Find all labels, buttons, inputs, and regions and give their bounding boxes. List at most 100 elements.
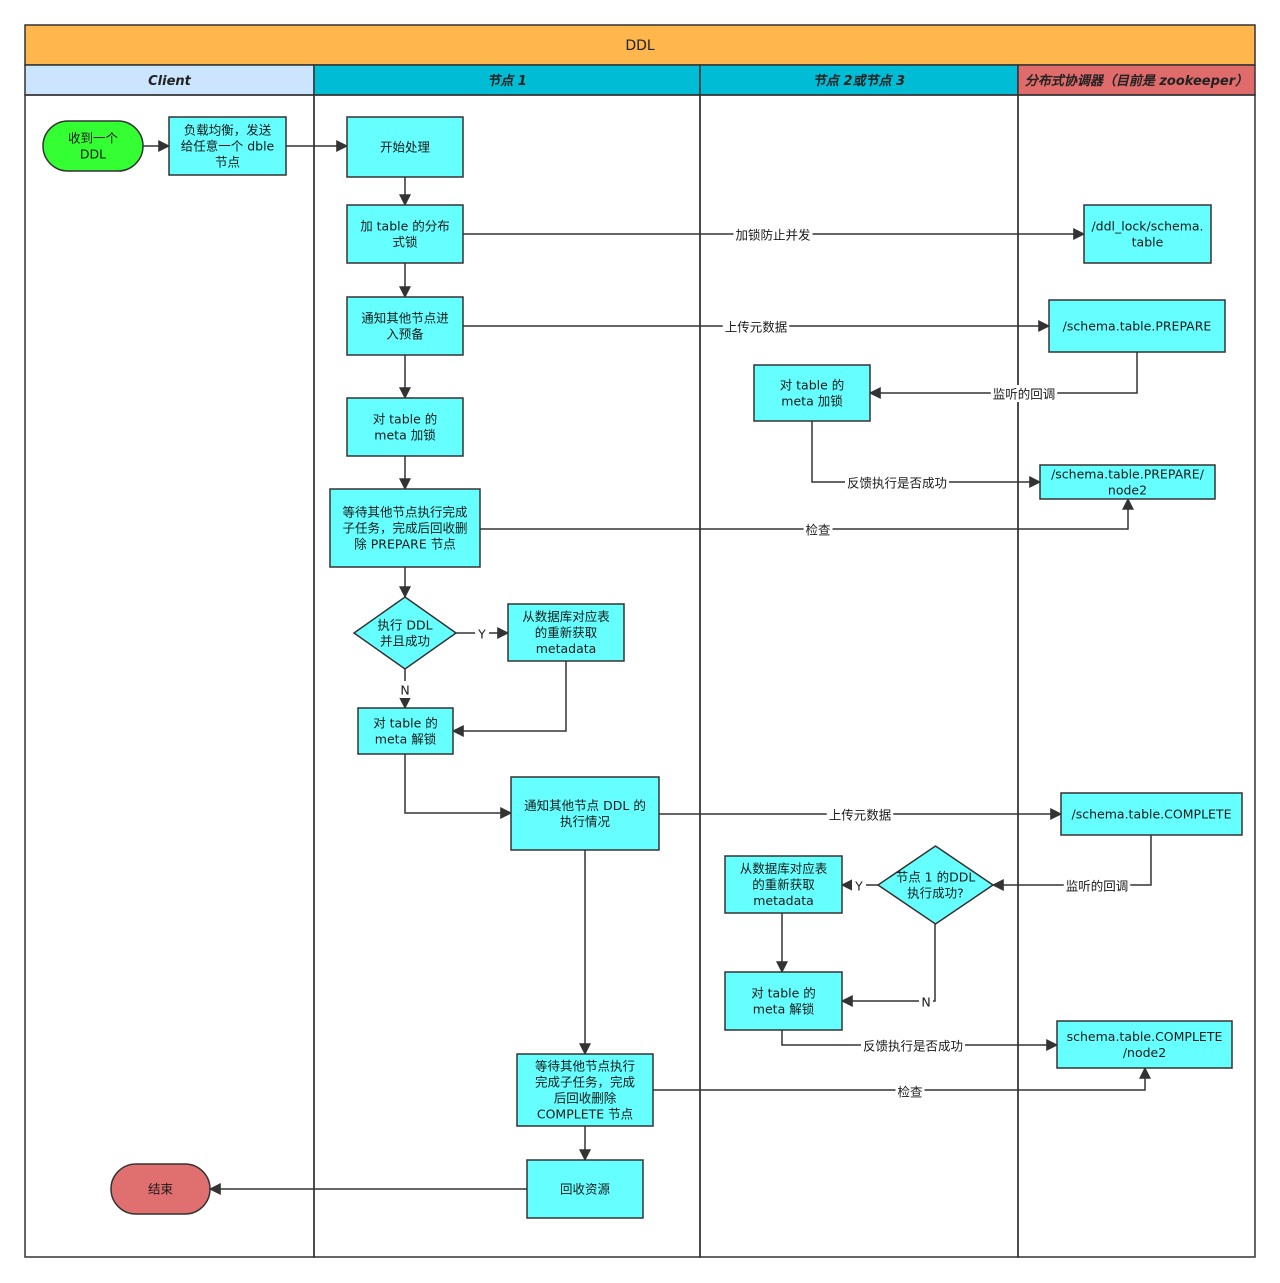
edge-node1ok-no	[840, 924, 936, 1007]
node-label-line: 开始处理	[380, 140, 431, 155]
node-shape	[876, 845, 995, 925]
edge-label-bg	[990, 385, 1058, 402]
node-shape	[1060, 792, 1243, 836]
edge-label-text: Y	[854, 879, 863, 894]
node-label-line: 负载均衡，发送	[184, 123, 272, 138]
node-shape	[1056, 1020, 1233, 1069]
node-label: /schema.table.PREPARE	[1063, 319, 1212, 334]
node-label: /schema.table.COMPLETE	[1072, 807, 1232, 822]
edge-label-bg	[826, 806, 894, 823]
node-label-line: 回收资源	[560, 1182, 611, 1197]
node-zk-lock: /ddl_lock/schema.table	[1083, 204, 1212, 264]
node-label-line: schema.table.COMPLETE	[1067, 1029, 1223, 1044]
node-label-line: 完成子任务，完成	[535, 1075, 635, 1090]
node-shape	[507, 603, 625, 662]
lane-label-node23: 节点 2或节点 3	[813, 73, 905, 89]
node-label-line: /node2	[1123, 1045, 1166, 1060]
node-shape	[724, 971, 843, 1031]
edges	[143, 140, 1152, 1195]
edge-label-feedback2: 反馈执行是否成功	[861, 1037, 965, 1054]
node-label-line: 对 table 的	[373, 716, 438, 731]
node-recycle: 回收资源	[526, 1159, 644, 1219]
edge-label-bg	[733, 226, 813, 243]
edge-label-bg	[845, 474, 949, 491]
node-label-line: 后回收删除	[554, 1091, 617, 1106]
edge-unlock-to-notifyddl	[404, 754, 513, 819]
node-label-line: 入预备	[386, 327, 424, 342]
edge-zkprep-to-metalock2	[868, 352, 1138, 399]
edge-label-bg	[1063, 877, 1131, 894]
edge-label-upload2: 上传元数据	[826, 806, 894, 823]
node-label-line: /schema.table.PREPARE	[1063, 319, 1212, 334]
edge-label-text: N	[400, 683, 409, 698]
node-shape	[724, 855, 843, 914]
node-label-line: meta 加锁	[374, 428, 436, 443]
lane-body-coordinator	[1017, 94, 1256, 1258]
lane-label-coordinator: 分布式协调器（目前是 zookeeper）	[1025, 73, 1248, 89]
node-shape	[346, 397, 464, 457]
edge-label-no2: N	[919, 993, 933, 1010]
edge-label-bg	[475, 625, 489, 642]
edge-label-text: 加锁防止并发	[735, 228, 811, 243]
edge-label-bg	[803, 521, 833, 538]
node-label-line: meta 加锁	[781, 394, 843, 409]
node-shape	[516, 1053, 654, 1127]
node-shape	[329, 488, 481, 568]
node-label: 结束	[148, 1182, 174, 1197]
node-shape	[110, 1163, 211, 1215]
title-bar	[24, 24, 1256, 66]
node-label-line: DDL	[80, 147, 106, 162]
node-shape	[346, 296, 464, 356]
edge-waitcomplete-to-zkcompnode2	[653, 1066, 1151, 1091]
node-notify-prep: 通知其他节点进入预备	[346, 296, 464, 356]
node-label: /schema.table.PREPARE/node2	[1051, 467, 1205, 498]
edge-label-text: 反馈执行是否成功	[847, 476, 947, 491]
node-zk-prepare-node2: /schema.table.PREPARE/node2	[1039, 464, 1216, 500]
node-label: 回收资源	[560, 1182, 611, 1197]
node-label: 通知其他节点进入预备	[361, 311, 449, 342]
node-label-line: 子任务，完成后回收删	[342, 521, 467, 536]
node-label-line: 等待其他节点执行	[535, 1059, 635, 1074]
node-label-line: table	[1132, 235, 1164, 250]
node-shape	[753, 364, 871, 422]
node-begin: 开始处理	[346, 116, 464, 178]
edge-label-upload1: 上传元数据	[722, 318, 790, 335]
node-shape	[510, 776, 660, 851]
node-shape	[526, 1159, 644, 1219]
edge-label-text: 检查	[897, 1085, 923, 1100]
node-label-line: 并且成功	[380, 634, 430, 649]
edge-label-bg	[919, 993, 933, 1010]
node-label: 通知其他节点 DDL 的执行情况	[524, 798, 646, 829]
node-label-line: 从数据库对应表	[740, 861, 828, 876]
edge-zkcomplete-to-node1ok	[991, 835, 1152, 891]
node-label-line: 结束	[148, 1182, 174, 1197]
edge-label-text: Y	[477, 627, 486, 642]
edge-metalock2-to-zknode2	[811, 421, 1042, 488]
node-shape	[168, 116, 287, 176]
node-label-line: COMPLETE 节点	[537, 1107, 633, 1122]
edge-refetch-to-unlock	[451, 661, 567, 737]
edge-label-text: 上传元数据	[725, 320, 788, 335]
node-label-line: metadata	[536, 641, 597, 656]
node-label-line: meta 解锁	[753, 1002, 815, 1017]
swimlane-pool: DDL Client 节点 1 节点 2或节点 3 分布式协调器（目前是 zoo…	[24, 24, 1256, 1258]
edge-label-check2: 检查	[895, 1083, 925, 1100]
node-label: /ddl_lock/schema.table	[1091, 219, 1203, 250]
node-lock: 加 table 的分布式锁	[346, 204, 464, 264]
edge-label-bg	[861, 1037, 965, 1054]
node-zk-complete-node2: schema.table.COMPLETE/node2	[1056, 1020, 1233, 1069]
